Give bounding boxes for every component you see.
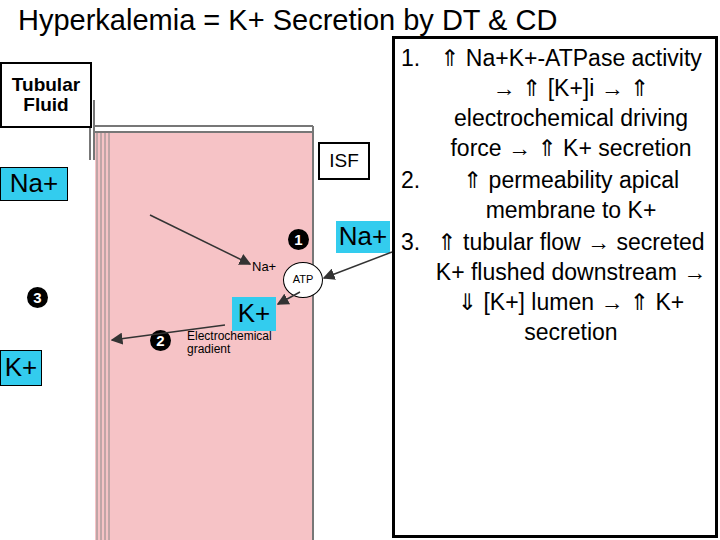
atp-pump: ATP <box>283 262 323 298</box>
tubular-cell: Electrochemical gradient K+ <box>95 132 313 540</box>
explanation-panel: 1.⇑ Na+K+-ATPase activity → ⇑ [K+]i → ⇑ … <box>392 36 718 538</box>
atp-arrow <box>324 252 392 278</box>
k-uptake-arrow <box>278 292 300 304</box>
callout-number: 2 <box>150 330 171 351</box>
isf-box: ISF <box>318 142 370 180</box>
ion-box: Na+ <box>336 221 390 253</box>
ion-label: Na+ <box>252 259 276 274</box>
node-text: ATP <box>293 274 314 286</box>
ion-box: Na+ <box>0 167 68 201</box>
brush-border <box>97 132 109 540</box>
ion-box: K+ <box>0 350 42 386</box>
node-text: Na+ <box>10 170 58 197</box>
list-item: ⇑ permeability apical membrane to K+ <box>435 165 707 225</box>
callout-number: 1 <box>288 229 309 250</box>
node-text: K+ <box>5 354 38 381</box>
k-secretion-arrow <box>112 325 225 340</box>
list-number: 2. <box>401 165 435 225</box>
list-item: ⇑ Na+K+-ATPase activity → ⇑ [K+]i → ⇑ el… <box>435 43 707 163</box>
node-text: Tubular Fluid <box>2 75 90 115</box>
fluid-box: Tubular Fluid <box>0 62 92 128</box>
membrane <box>90 100 313 540</box>
callout-number: 3 <box>27 287 48 308</box>
node-text: Electrochemical gradient <box>187 330 273 355</box>
list-number: 3. <box>401 227 435 347</box>
list-item: ⇑ tubular flow → secreted K+ flushed dow… <box>435 227 707 347</box>
ion-box: K+ <box>232 297 276 331</box>
node-text: Na+ <box>339 223 387 250</box>
cell-body <box>95 132 313 540</box>
slide-title: Hyperkalemia = K+ Secretion by DT & CD <box>18 4 557 37</box>
na-arrow <box>150 215 250 264</box>
node-text: ISF <box>329 151 359 171</box>
list-number: 1. <box>401 43 435 163</box>
node-text: K+ <box>238 300 271 327</box>
